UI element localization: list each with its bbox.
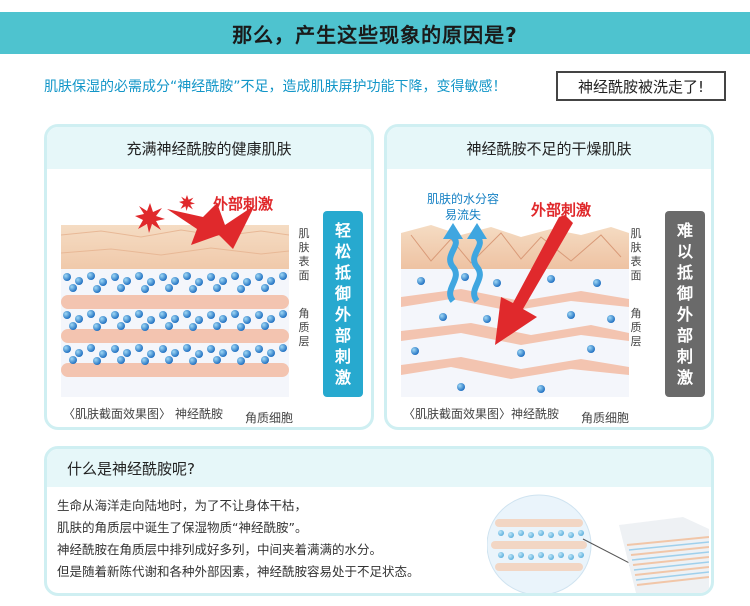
ceramide-label: 神经酰胺 <box>175 407 224 421</box>
water-loss-label: 肌肤的水分容易流失 <box>426 192 499 222</box>
banner-char: 激 <box>334 368 351 387</box>
ceramide-label: 神经酰胺 <box>511 407 560 421</box>
explanation-line: 神经酰胺在角质层中排列成好多列，中间夹着满满的水分。 <box>57 542 383 557</box>
healthy-skin-panel: 充满神经酰胺的健康肌肤 <box>44 124 374 430</box>
cross-section-caption: 〈肌肤截面效果图〉 <box>403 407 512 421</box>
banner-char: 松 <box>334 242 351 261</box>
defense-banner: 轻 松 抵 御 外 部 刺 激 <box>323 211 363 397</box>
layer-label: 角质层 <box>298 307 310 348</box>
banner-char: 御 <box>676 284 693 303</box>
banner-char: 抵 <box>334 263 351 282</box>
water-loss-icon <box>443 223 487 303</box>
explanation-text: 生命从海洋走向陆地时，为了不让身体干枯， 肌肤的角质层中诞生了保湿物质“神经酰胺… <box>57 495 420 583</box>
section-title: 什么是神经酰胺呢? <box>47 449 711 487</box>
banner-char: 抵 <box>676 263 693 282</box>
panel-title: 神经酰胺不足的干燥肌肤 <box>387 127 711 169</box>
cross-section-caption: 〈肌肤截面效果图〉 <box>63 407 172 421</box>
burst-icon <box>135 203 165 233</box>
stimulus-label: 外部刺激 <box>213 195 274 213</box>
banner-char: 难 <box>676 221 693 240</box>
cell-label: 角质细胞 <box>581 411 630 425</box>
banner-char: 轻 <box>334 221 351 240</box>
layer-label: 角质层 <box>630 307 642 348</box>
ceramide-explanation-panel: 什么是神经酰胺呢? 生命从海洋走向陆地时，为了不让身体干枯， 肌肤的角质层中诞生… <box>44 446 714 596</box>
explanation-line: 但是随着新陈代谢和各种外部因素，神经酰胺容易处于不足状态。 <box>57 564 420 579</box>
page-title: 那么，产生这些现象的原因是? <box>232 22 518 47</box>
stimulus-label: 外部刺激 <box>531 201 592 219</box>
banner-char: 刺 <box>334 347 351 366</box>
highlight-box: 神经酰胺被洗走了! <box>556 71 726 101</box>
penetrate-arrow-icon <box>495 215 573 345</box>
banner-char: 外 <box>676 305 693 324</box>
ceramide-layer-illustration <box>487 494 709 593</box>
banner-char: 部 <box>334 326 351 345</box>
surface-label: 肌肤表面 <box>630 227 642 282</box>
header-bar: 那么，产生这些现象的原因是? <box>0 12 750 54</box>
banner-char: 部 <box>676 326 693 345</box>
panel-title: 充满神经酰胺的健康肌肤 <box>47 127 371 169</box>
cell-label: 角质细胞 <box>245 411 294 425</box>
defense-banner: 难 以 抵 御 外 部 刺 激 <box>665 211 705 397</box>
explanation-line: 肌肤的角质层中诞生了保湿物质“神经酰胺”。 <box>57 520 308 535</box>
healthy-skin-cross-section <box>61 225 289 397</box>
intro-text: 肌肤保湿的必需成分“神经酰胺”不足，造成肌肤屏护功能下降，变得敏感！ <box>44 79 507 95</box>
banner-char: 刺 <box>676 347 693 366</box>
deflect-arrow-icon <box>167 203 255 249</box>
banner-char: 激 <box>676 368 693 387</box>
banner-char: 御 <box>334 284 351 303</box>
explanation-line: 生命从海洋走向陆地时，为了不让身体干枯， <box>57 498 308 513</box>
dry-skin-panel: 神经酰胺不足的干燥肌肤 肌肤的水分容易流失 外部刺激 肌 <box>384 124 714 430</box>
banner-char: 外 <box>334 305 351 324</box>
banner-char: 以 <box>676 242 693 261</box>
surface-label: 肌肤表面 <box>298 227 310 282</box>
burst-icon <box>179 195 195 211</box>
